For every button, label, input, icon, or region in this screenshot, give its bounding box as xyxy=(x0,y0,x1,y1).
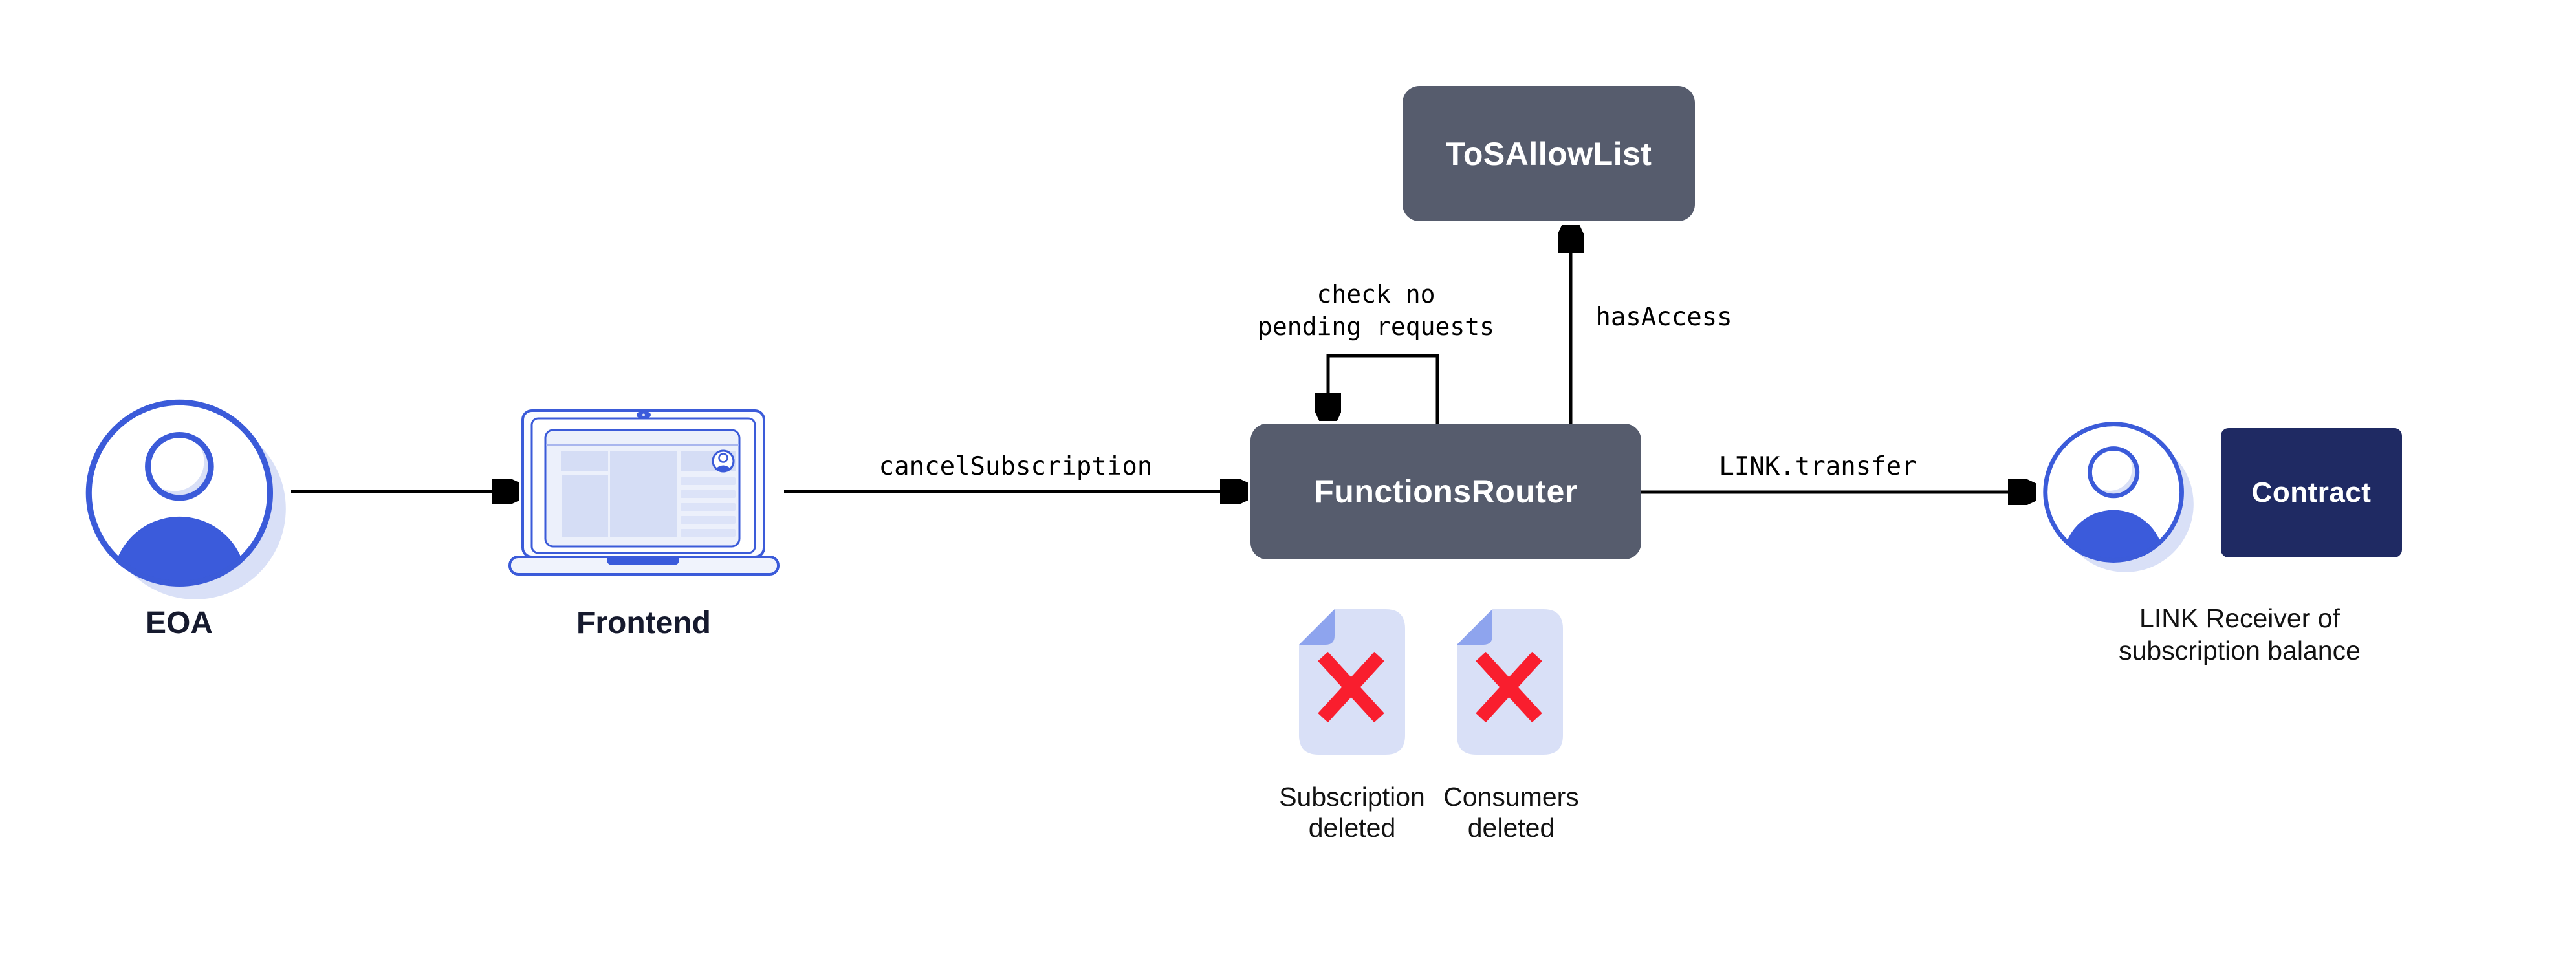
edge-label-link-transfer: LINK.transfer xyxy=(1719,452,1917,481)
contract-label: Contract xyxy=(2251,477,2372,508)
edge-label-cancel-subscription: cancelSubscription xyxy=(879,452,1153,481)
link-receiver-avatar-icon xyxy=(2036,415,2199,578)
consumers-deleted-caption: Consumers deleted xyxy=(1443,782,1579,843)
link-receiver-caption: LINK Receiver of subscription balance xyxy=(2119,603,2361,665)
contract-box: Contract xyxy=(2221,428,2402,557)
subscription-deleted-document-icon xyxy=(1299,609,1405,755)
tos-allow-list-box: ToSAllowList xyxy=(1403,86,1695,221)
subscription-deleted-caption: Subscription deleted xyxy=(1279,782,1425,843)
arrow-router-self-loop xyxy=(1328,354,1439,425)
edge-label-has-access: hasAccess xyxy=(1595,303,1732,332)
functions-router-label: FunctionsRouter xyxy=(1314,473,1578,510)
frontend-laptop-icon xyxy=(508,408,780,576)
functions-router-box: FunctionsRouter xyxy=(1250,424,1641,559)
consumers-deleted-document-icon xyxy=(1457,609,1563,755)
frontend-label: Frontend xyxy=(576,606,711,640)
eoa-label: EOA xyxy=(145,606,213,640)
eoa-avatar-icon xyxy=(77,391,294,607)
tos-allow-list-label: ToSAllowList xyxy=(1445,135,1652,172)
edge-label-check-no-pending: check no pending requests xyxy=(1257,280,1495,341)
